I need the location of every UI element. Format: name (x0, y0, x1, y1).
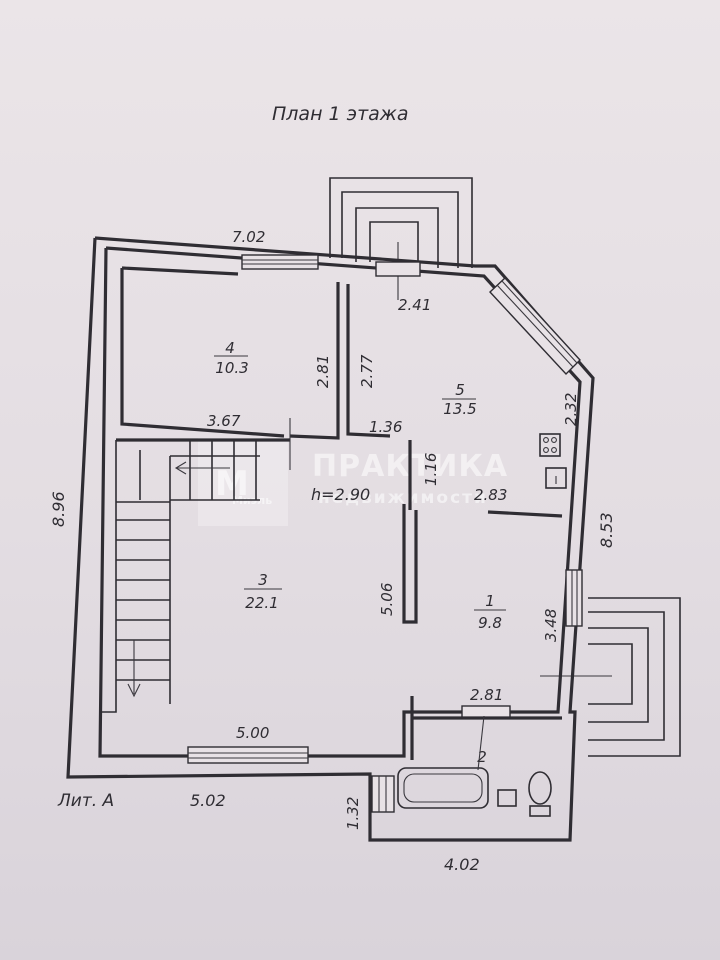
staircase (100, 440, 260, 713)
dim-room4-width: 3.67 (207, 412, 241, 430)
dim-bottom-left-width: 5.02 (190, 791, 226, 810)
dim-door-gap: 1.16 (422, 453, 440, 486)
ceiling-height: h=2.90 (311, 485, 370, 504)
room-3-number: 3 (258, 571, 268, 589)
room-2-number: 2 (477, 748, 487, 766)
outer-walls (66, 236, 595, 842)
dim-left-height: 8.96 (49, 491, 68, 527)
room-4-number: 4 (225, 339, 235, 357)
toilet-icon (528, 771, 552, 805)
dim-bath-width: 2.81 (470, 686, 503, 704)
dimension-labels: 7.02 2.41 2.81 2.77 3.67 1.36 2.32 1.16 … (49, 228, 616, 874)
watermark-logo-mark: M (215, 464, 249, 504)
room-5-number: 5 (455, 381, 465, 399)
dim-room5-height: 2.77 (358, 354, 376, 388)
watermark-logo-box (198, 438, 288, 526)
dim-room1-height: 3.48 (542, 609, 560, 642)
bathtub-icon (397, 767, 489, 809)
room-5-area: 13.5 (443, 400, 476, 418)
dim-room1-width: 2.83 (474, 486, 507, 504)
room-3-area: 22.1 (245, 594, 278, 612)
fixtures (397, 433, 567, 817)
dim-bath-bottom-width: 4.02 (444, 855, 480, 874)
sink-icon (545, 467, 567, 489)
dim-porch-top: 2.41 (398, 296, 431, 314)
dim-room4-height: 2.81 (314, 355, 332, 388)
dim-room3-width: 5.00 (236, 724, 269, 742)
watermark-sub: недвижимости (318, 488, 488, 508)
room-4-area: 10.3 (215, 359, 248, 377)
top-porch (329, 177, 473, 300)
room-labels: 4 10.3 5 13.5 3 22.1 1 9.8 2 (214, 339, 506, 771)
plan-title: План 1 этажа (272, 103, 409, 125)
dim-room5-side: 2.32 (562, 393, 580, 426)
room-1-number: 1 (485, 592, 495, 610)
dim-right-height: 8.53 (597, 512, 616, 548)
dim-bath-height: 1.32 (344, 797, 362, 830)
dim-top-left-width: 7.02 (232, 228, 265, 246)
watermark: M Миэль ПРАКТИКА недвижимости (198, 438, 507, 526)
room-1-area: 9.8 (478, 614, 502, 632)
dim-room5-bottom: 1.36 (369, 418, 402, 436)
dim-room3-height: 5.06 (378, 583, 396, 616)
liter-label: Лит. А (57, 791, 114, 811)
right-porch (540, 597, 681, 757)
basin-icon (497, 789, 517, 807)
stove-icon (539, 433, 561, 457)
interior-walls (116, 266, 563, 760)
